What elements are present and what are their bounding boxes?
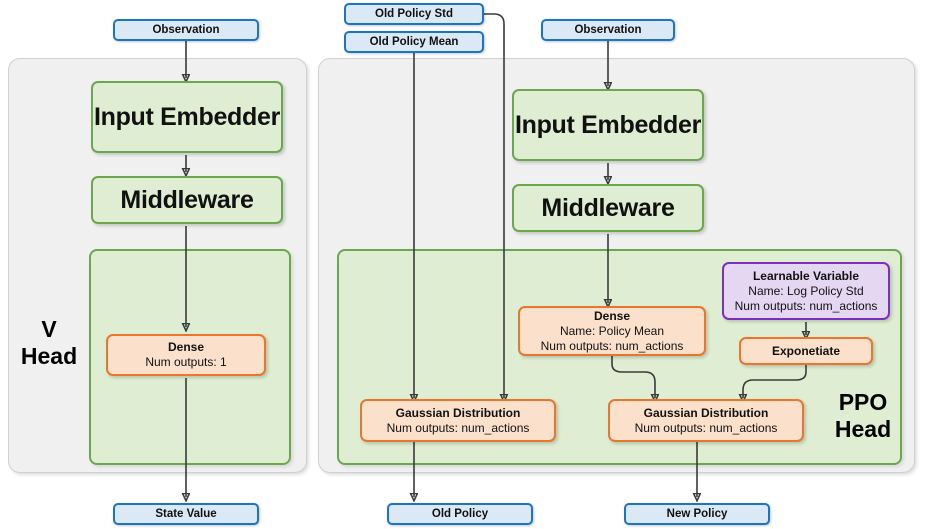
ppo-middleware[interactable]: Middleware (512, 184, 704, 232)
ppo-input-embedder[interactable]: Input Embedder (512, 89, 704, 161)
output-old-policy-label: Old Policy (431, 508, 489, 520)
input-observation-ppo-label: Observation (574, 24, 642, 36)
v-dense-title: Dense (167, 340, 205, 354)
ppo-gaussian-new-title: Gaussian Distribution (643, 405, 769, 420)
input-observation-v[interactable]: Observation (113, 19, 259, 41)
ppo-gaussian-old-title: Gaussian Distribution (395, 405, 521, 420)
v-input-embedder[interactable]: Input Embedder (91, 81, 283, 153)
ppo-gaussian-old-num-outputs: Num outputs: num_actions (386, 420, 530, 435)
ppo-head-label-line2: Head (834, 416, 892, 442)
input-observation-v-label: Observation (152, 24, 220, 36)
output-state-value-label: State Value (155, 508, 217, 520)
ppo-learnable-variable-name: Name: Log Policy Std (748, 283, 864, 298)
v-head-label: V Head (14, 316, 84, 370)
v-input-embedder-label: Input Embedder (93, 102, 281, 131)
v-dense-num-outputs: Num outputs: 1 (145, 355, 227, 369)
v-dense[interactable]: Dense Num outputs: 1 (106, 334, 266, 376)
ppo-middleware-label: Middleware (541, 193, 675, 222)
ppo-input-embedder-label: Input Embedder (514, 110, 702, 139)
ppo-exponentiate[interactable]: Exponetiate (739, 337, 873, 365)
ppo-learnable-variable-title: Learnable Variable (752, 268, 860, 283)
v-head-label-line1: V (41, 316, 57, 342)
output-state-value[interactable]: State Value (113, 503, 259, 525)
ppo-head-label: PPO Head (818, 389, 908, 443)
ppo-dense-policy-mean-title: Dense (593, 308, 631, 323)
ppo-dense-policy-mean-num-outputs: Num outputs: num_actions (540, 338, 684, 353)
input-old-policy-std[interactable]: Old Policy Std (344, 3, 484, 25)
v-middleware-label: Middleware (120, 185, 254, 214)
input-old-policy-mean-label: Old Policy Mean (369, 36, 459, 48)
ppo-learnable-variable[interactable]: Learnable Variable Name: Log Policy Std … (722, 262, 890, 320)
ppo-learnable-variable-num-outputs: Num outputs: num_actions (734, 298, 878, 313)
ppo-gaussian-distribution-new[interactable]: Gaussian Distribution Num outputs: num_a… (608, 399, 804, 442)
input-observation-ppo[interactable]: Observation (541, 19, 675, 41)
input-old-policy-mean[interactable]: Old Policy Mean (344, 31, 484, 53)
ppo-gaussian-new-num-outputs: Num outputs: num_actions (634, 420, 778, 435)
output-new-policy-label: New Policy (666, 508, 728, 520)
ppo-dense-policy-mean-name: Name: Policy Mean (559, 323, 665, 338)
input-old-policy-std-label: Old Policy Std (375, 8, 453, 20)
v-head-label-line2: Head (20, 343, 78, 369)
output-old-policy[interactable]: Old Policy (387, 503, 533, 525)
ppo-head-label-line1: PPO (838, 389, 888, 415)
ppo-gaussian-distribution-old[interactable]: Gaussian Distribution Num outputs: num_a… (360, 399, 556, 442)
v-middleware[interactable]: Middleware (91, 176, 283, 224)
output-new-policy[interactable]: New Policy (624, 503, 770, 525)
ppo-dense-policy-mean[interactable]: Dense Name: Policy Mean Num outputs: num… (518, 306, 706, 356)
ppo-exponentiate-title: Exponetiate (771, 343, 840, 358)
